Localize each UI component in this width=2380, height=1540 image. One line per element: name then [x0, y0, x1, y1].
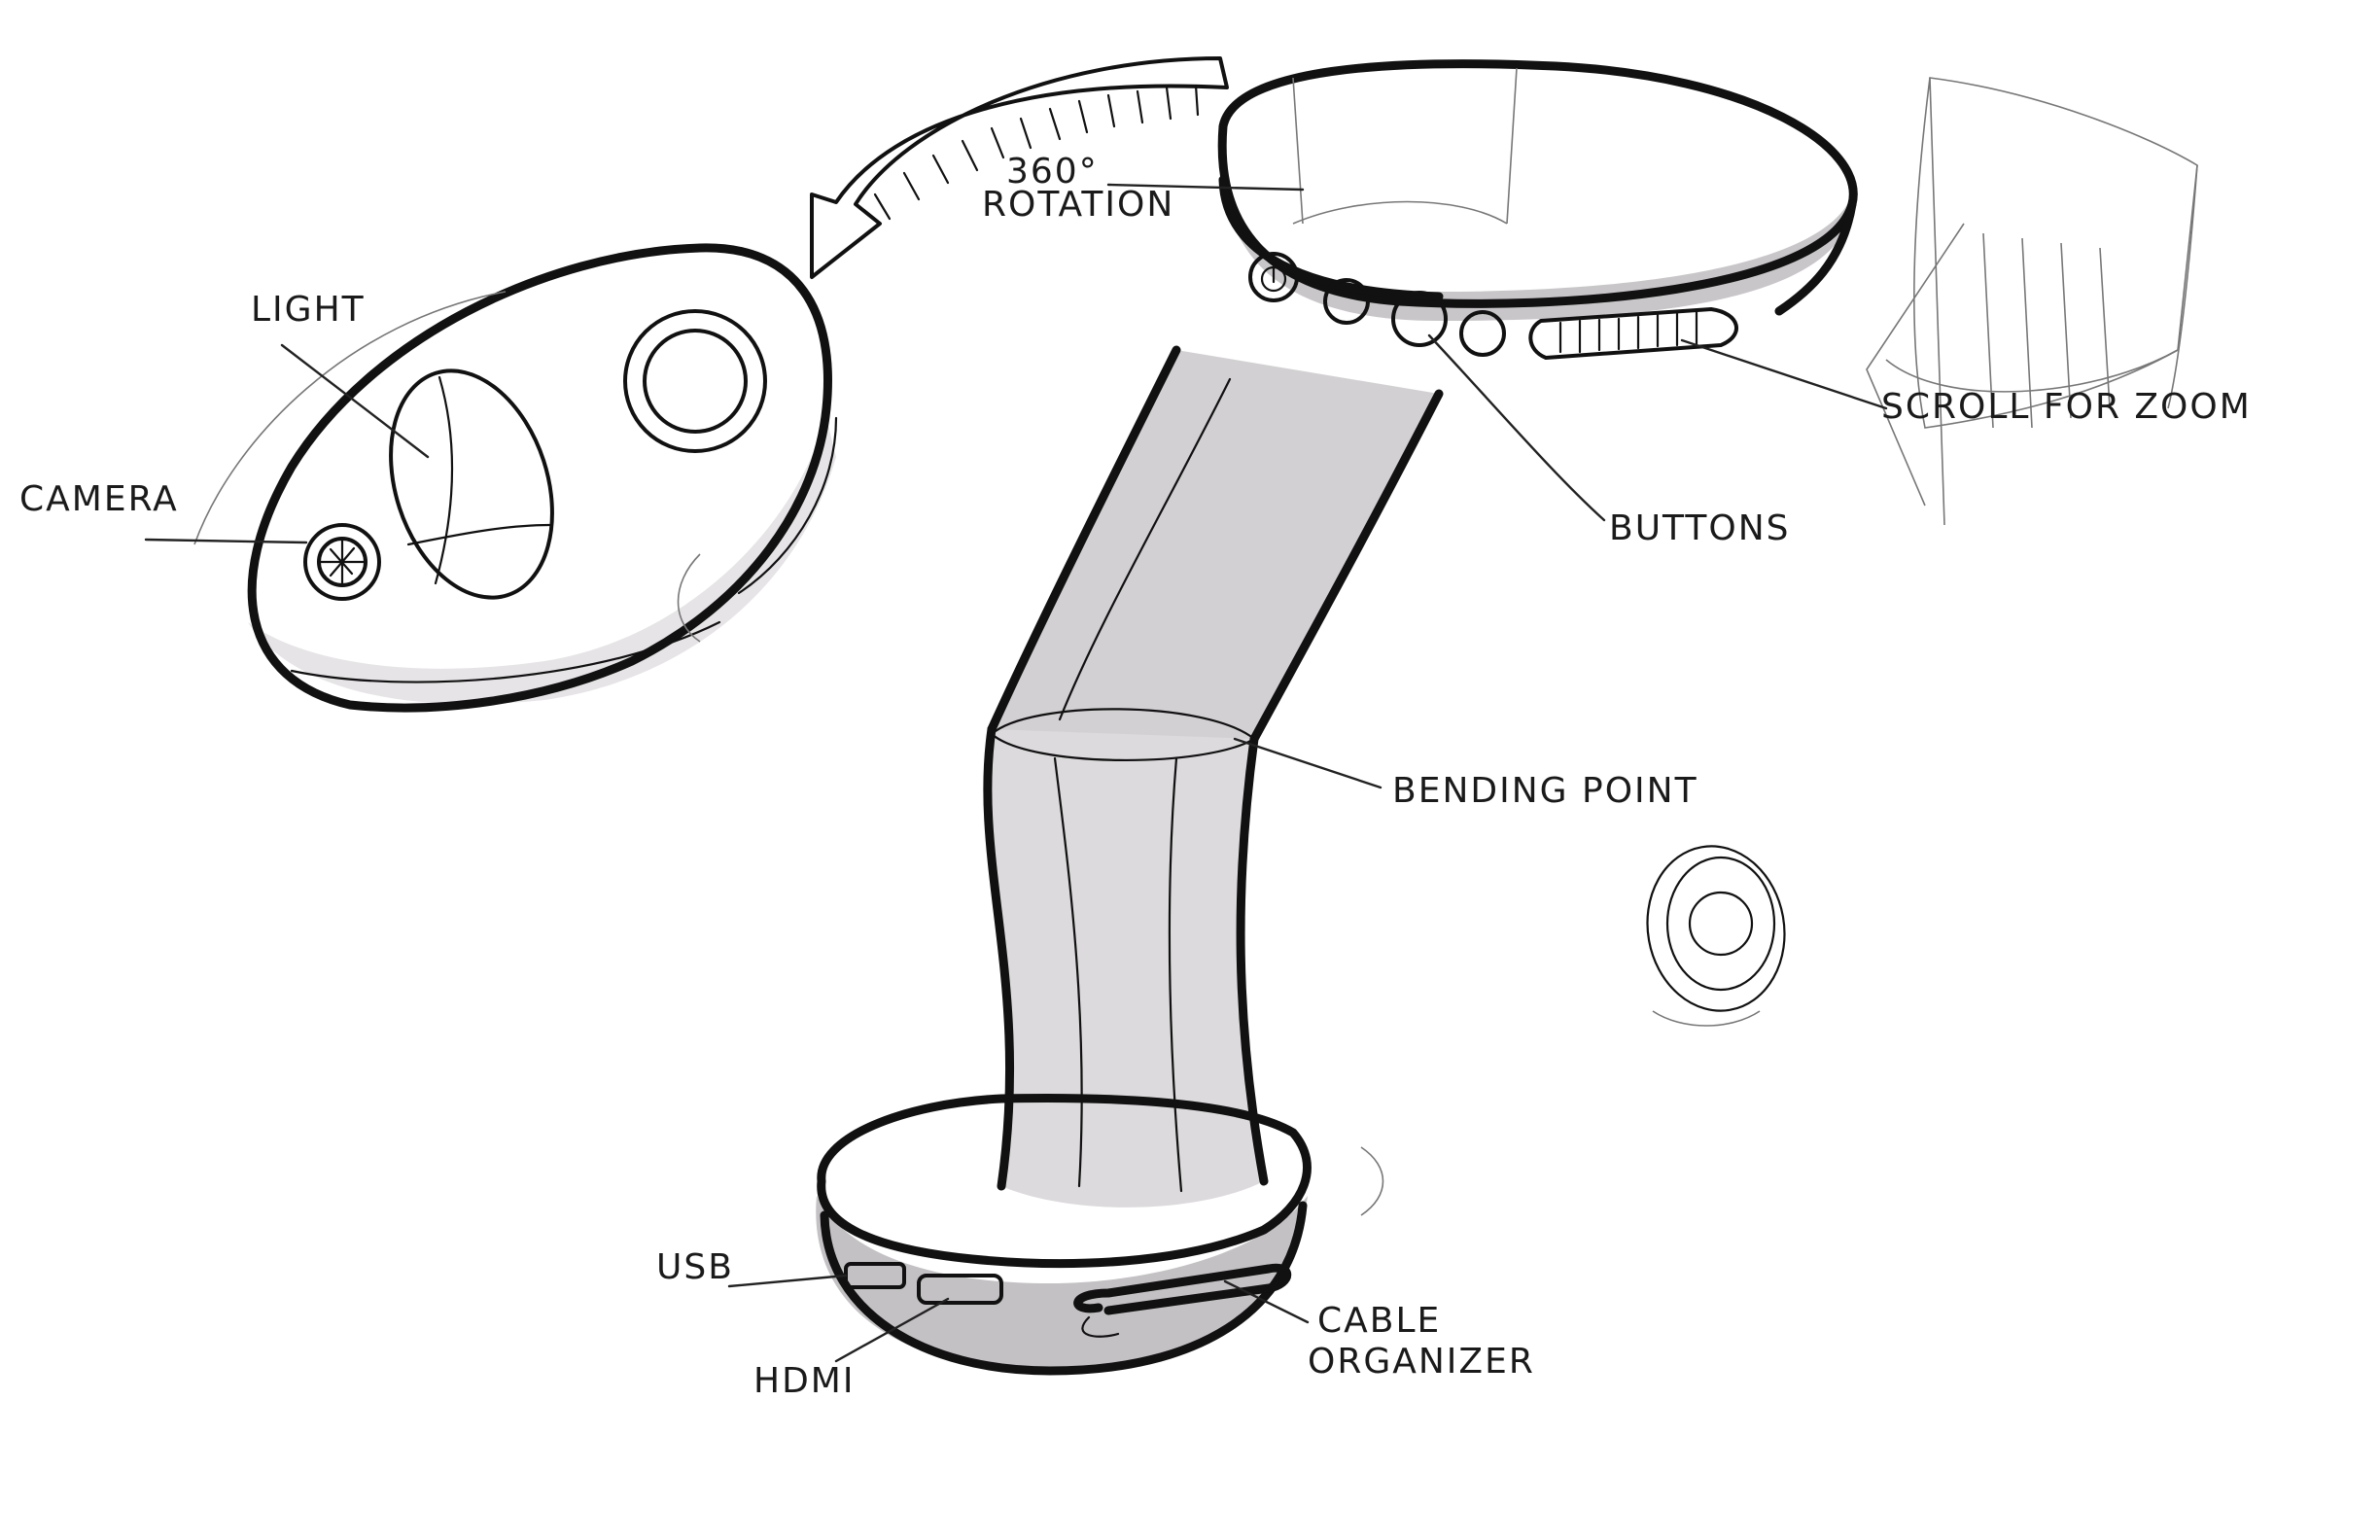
circular-port-icon — [623, 309, 767, 453]
zoom-scroll-wheel-icon — [1528, 307, 1738, 360]
camera-head — [193, 243, 838, 713]
hdmi-port-icon — [917, 1274, 1003, 1305]
label-buttons: BUTTONS — [1609, 508, 1791, 548]
label-scroll-for-zoom: SCROLL FOR ZOOM — [1881, 387, 2252, 427]
doodle-circle-icon — [1646, 845, 1786, 1027]
leader-lines — [144, 183, 1888, 1363]
label-bending-point: BENDING POINT — [1392, 771, 1698, 811]
label-light: LIGHT — [251, 290, 366, 330]
cable-organizer-slot-icon — [1073, 1263, 1292, 1338]
power-button-icon — [1248, 252, 1299, 302]
label-camera: CAMERA — [19, 479, 179, 519]
rotation-arrow-icon — [810, 56, 1229, 279]
label-rotation: ROTATION — [982, 185, 1174, 225]
light-lens-icon — [389, 368, 554, 600]
base — [816, 1093, 1384, 1376]
control-buttons — [1323, 278, 1506, 357]
label-usb: USB — [656, 1247, 734, 1287]
label-hdmi: HDMI — [753, 1361, 855, 1401]
label-cable: CABLE — [1317, 1301, 1441, 1341]
perspective-study — [1866, 77, 2198, 526]
label-organizer: ORGANIZER — [1308, 1342, 1535, 1382]
arm — [983, 345, 1444, 1208]
camera-lens-icon — [303, 523, 381, 601]
label-rotation-degrees: 360° — [1006, 152, 1099, 192]
top-dock — [1217, 59, 1858, 360]
